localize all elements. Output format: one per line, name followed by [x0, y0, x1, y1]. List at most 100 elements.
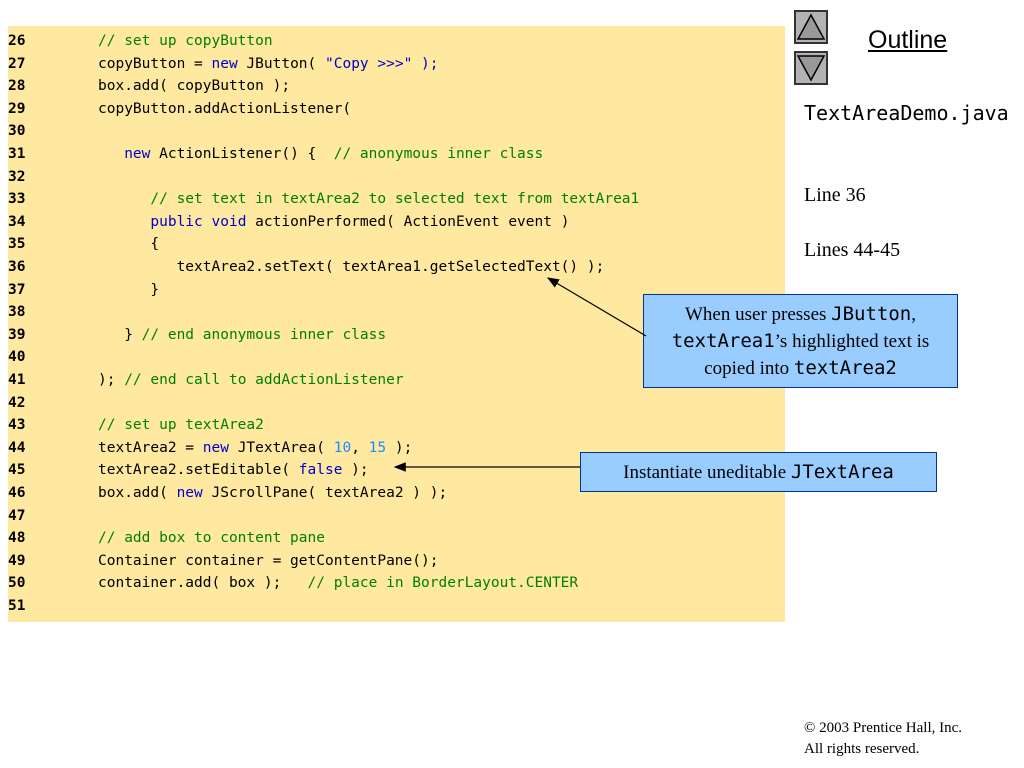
code-text: public void actionPerformed( ActionEvent…: [98, 211, 569, 233]
line-number: 40: [8, 349, 26, 366]
code-token: // set text in textArea2 to selected tex…: [150, 191, 640, 208]
line-number: 50: [8, 575, 26, 592]
callout-text: ,: [911, 304, 916, 325]
code-text: // set up textArea2: [98, 414, 264, 436]
code-line: 43// set up textArea2: [8, 414, 785, 436]
triangle-down-icon: [796, 55, 826, 82]
code-line: 48// add box to content pane: [8, 527, 785, 549]
code-token: // end anonymous inner class: [141, 326, 387, 343]
line-number: 32: [8, 168, 26, 185]
code-text: textArea2 = new JTextArea( 10, 15 );: [98, 437, 412, 459]
code-line: 49 Container container = getContentPane()…: [8, 550, 785, 572]
code-text: Container container = getContentPane();: [98, 550, 438, 572]
outline-item-lines-44-45: Lines 44-45: [804, 239, 901, 261]
code-token: box.add(: [98, 485, 177, 501]
outline-title[interactable]: Outline: [868, 26, 948, 54]
code-token: new: [202, 439, 229, 456]
code-line: 46 box.add( new JScrollPane( textArea2 ) …: [8, 482, 785, 504]
line-number: 33: [8, 191, 26, 208]
callout-text: Instantiate uneditable: [623, 462, 791, 483]
code-token: public: [150, 213, 203, 230]
callout-uneditable-textarea: Instantiate uneditable JTextArea: [580, 452, 937, 492]
code-token: // anonymous inner class: [333, 146, 544, 162]
code-token: JButton(: [237, 55, 326, 72]
code-line: 35 {: [8, 233, 785, 255]
code-token: textArea2.setText( textArea1.getSelected…: [98, 259, 605, 275]
code-line: 36 textArea2.setText( textArea1.getSelec…: [8, 256, 785, 278]
line-number: 38: [8, 304, 26, 321]
code-token: {: [98, 236, 160, 253]
line-number: 34: [8, 213, 26, 230]
line-number: 37: [8, 281, 26, 298]
code-token: void: [211, 213, 247, 230]
code-token: container.add( box );: [98, 575, 308, 592]
code-token: copyButton.addActionListener(: [98, 100, 352, 117]
code-token: new: [124, 146, 151, 162]
code-token: false: [298, 462, 343, 479]
code-token: ,: [351, 439, 369, 456]
code-token: textArea2 =: [98, 439, 203, 456]
code-token: // set up textArea2: [98, 417, 264, 434]
code-token: JTextArea(: [228, 439, 334, 456]
code-line: 39 } // end anonymous inner class: [8, 324, 785, 346]
outline-file-name: TextAreaDemo.java: [804, 101, 1009, 125]
code-line: 47: [8, 505, 785, 527]
callout-code: textArea1: [671, 330, 775, 352]
line-number: 31: [8, 146, 26, 162]
code-token: }: [98, 326, 142, 343]
line-number: 51: [8, 598, 26, 614]
code-line: 41); // end call to addActionListener: [8, 369, 785, 391]
line-number: 30: [8, 123, 26, 140]
outline-item-line-36: Line 36: [804, 184, 866, 206]
line-number: 41: [8, 372, 26, 388]
code-token: // place in BorderLayout.CENTER: [307, 575, 579, 592]
code-text: box.add( new JScrollPane( textArea2 ) );: [98, 482, 447, 504]
code-line: 44 textArea2 = new JTextArea( 10, 15 );: [8, 437, 785, 459]
code-token: "Copy >>>": [325, 55, 413, 72]
callout-code: JButton: [831, 303, 912, 325]
code-token: );: [98, 372, 125, 388]
code-token: box.add( copyButton );: [98, 78, 291, 95]
code-token: // end call to addActionListener: [124, 372, 404, 388]
callout-code: JTextArea: [790, 461, 894, 483]
code-line: 33 // set text in textArea2 to selected …: [8, 188, 785, 210]
code-token: textArea2.setEditable(: [98, 462, 299, 479]
line-number: 44: [8, 439, 26, 456]
code-text: }: [98, 279, 159, 301]
code-token: 15: [368, 439, 387, 456]
line-number: 46: [8, 485, 26, 501]
code-token: JScrollPane( textArea2 ) );: [202, 485, 448, 501]
callout-text: When user presses: [685, 304, 832, 325]
code-text: // set up copyButton: [98, 30, 273, 52]
code-text: copyButton.addActionListener(: [98, 98, 351, 120]
line-number: 27: [8, 55, 26, 72]
code-token: actionPerformed( ActionEvent event ): [246, 213, 570, 230]
code-line: 38: [8, 301, 785, 323]
code-token: ActionListener() {: [150, 146, 334, 162]
code-token: );: [412, 55, 439, 72]
code-token: 10: [333, 439, 352, 456]
triangle-up-icon: [796, 13, 826, 40]
line-number: 48: [8, 530, 26, 547]
code-text: container.add( box ); // place in Border…: [98, 572, 578, 594]
callout-arrow-line-36: [546, 277, 647, 337]
code-text: textArea2.setText( textArea1.getSelected…: [98, 256, 605, 278]
copyright-footer: © 2003 Prentice Hall, Inc. All rights re…: [804, 718, 962, 760]
previous-slide-button[interactable]: [794, 10, 828, 44]
code-text: new ActionListener() { // anonymous inne…: [98, 143, 543, 165]
code-text: {: [98, 233, 159, 255]
code-line: 37 }: [8, 279, 785, 301]
code-token: }: [98, 281, 160, 298]
code-text: box.add( copyButton );: [98, 75, 290, 97]
line-number: 49: [8, 552, 26, 569]
code-line: 51: [8, 595, 785, 617]
line-number: 39: [8, 326, 26, 343]
code-token: Container container = getContentPane();: [98, 552, 439, 569]
next-slide-button[interactable]: [794, 51, 828, 85]
line-number: 35: [8, 236, 26, 253]
